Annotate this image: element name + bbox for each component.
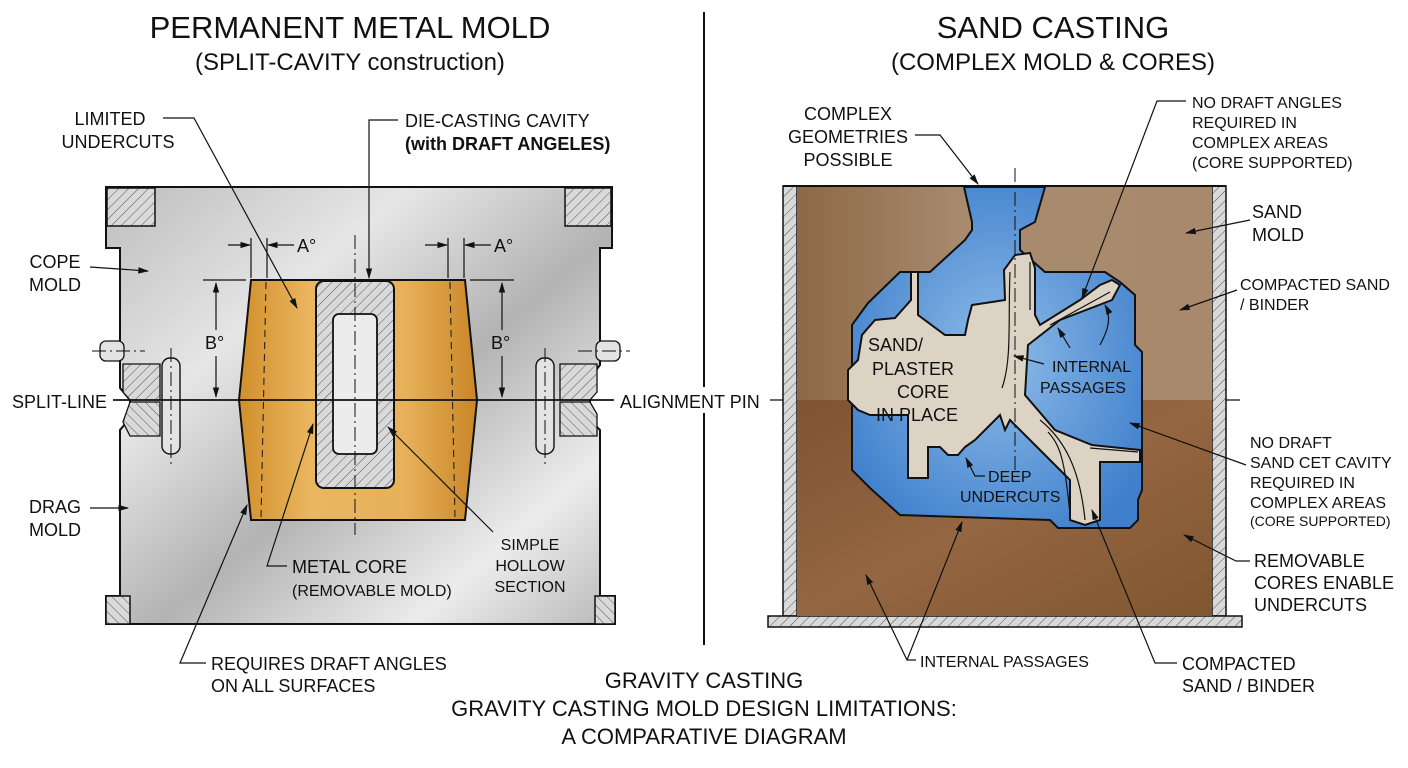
- svg-text:UNDERCUTS: UNDERCUTS: [1254, 595, 1367, 615]
- label-limited-undercuts: LIMITED UNDERCUTS: [61, 109, 298, 309]
- svg-text:REQUIRED IN: REQUIRED IN: [1250, 475, 1355, 492]
- label-sand-plaster-core: SAND/ PLASTER CORE IN PLACE: [868, 335, 958, 425]
- svg-text:B°: B°: [205, 333, 224, 353]
- svg-text:POSSIBLE: POSSIBLE: [803, 150, 892, 170]
- label-complex-geometries: COMPLEX GEOMETRIES POSSIBLE: [788, 104, 979, 185]
- label-requires-draft-angles: REQUIRES DRAFT ANGLES ON ALL SURFACES: [179, 504, 447, 696]
- svg-text:UNDERCUTS: UNDERCUTS: [960, 489, 1060, 506]
- label-no-draft-angles-top: NO DRAFT ANGLES REQUIRED IN COMPLEX AREA…: [1081, 95, 1353, 300]
- svg-text:REMOVABLE: REMOVABLE: [1254, 551, 1365, 571]
- svg-text:A°: A°: [494, 236, 513, 256]
- svg-text:CORE: CORE: [897, 382, 949, 402]
- svg-text:GRAVITY CASTING: GRAVITY CASTING: [605, 668, 803, 693]
- sand-casting-panel: SAND CASTING (COMPLEX MOLD & CORES) COMP…: [767, 10, 1394, 696]
- svg-text:(with DRAFT ANGELES): (with DRAFT ANGELES): [405, 134, 610, 154]
- label-internal-passages-bottom: INTERNAL PASSAGES: [865, 520, 1089, 671]
- label-metal-core: METAL CORE (REMOVABLE MOLD): [266, 422, 452, 600]
- svg-text:SAND / BINDER: SAND / BINDER: [1182, 676, 1315, 696]
- svg-text:PLASTER: PLASTER: [872, 359, 954, 379]
- svg-text:MOLD: MOLD: [29, 520, 81, 540]
- cope-flange-left: [106, 187, 156, 227]
- svg-text:MOLD: MOLD: [1252, 225, 1304, 245]
- svg-text:DEEP: DEEP: [988, 469, 1032, 486]
- dimension-a-right: A°: [425, 236, 513, 278]
- svg-text:SAND CET CAVITY: SAND CET CAVITY: [1250, 455, 1392, 472]
- dimension-b-right: B°: [470, 279, 514, 399]
- label-sand-mold: SAND MOLD: [1184, 202, 1304, 245]
- svg-text:ON ALL SURFACES: ON ALL SURFACES: [211, 676, 375, 696]
- svg-text:COPE: COPE: [29, 252, 80, 272]
- flask-base-plate: [767, 615, 1243, 628]
- svg-text:COMPACTED: COMPACTED: [1182, 654, 1296, 674]
- svg-text:ALIGNMENT PIN: ALIGNMENT PIN: [620, 392, 760, 412]
- label-drag-mold: DRAG MOLD: [29, 497, 130, 540]
- diagram-caption: GRAVITY CASTING GRAVITY CASTING MOLD DES…: [451, 668, 957, 749]
- svg-text:MOLD: MOLD: [29, 275, 81, 295]
- svg-text:NO DRAFT: NO DRAFT: [1250, 435, 1332, 452]
- svg-text:HOLLOW: HOLLOW: [495, 558, 565, 575]
- svg-text:COMPLEX AREAS: COMPLEX AREAS: [1250, 495, 1386, 512]
- svg-text:INTERNAL: INTERNAL: [1052, 359, 1131, 376]
- dimension-b-left: B°: [203, 279, 246, 399]
- label-alignment-pin: ALIGNMENT PIN: [614, 387, 770, 413]
- svg-text:GEOMETRIES: GEOMETRIES: [788, 127, 908, 147]
- svg-text:REQUIRED IN: REQUIRED IN: [1192, 115, 1297, 132]
- sand-plaster-core: [847, 251, 1141, 527]
- label-no-draft-bottom: NO DRAFT SAND CET CAVITY REQUIRED IN COM…: [1128, 422, 1392, 529]
- label-cope-mold: COPE MOLD: [29, 252, 150, 295]
- svg-text:(CORE SUPPORTED): (CORE SUPPORTED): [1250, 513, 1391, 529]
- svg-text:SECTION: SECTION: [494, 579, 565, 596]
- dimension-a-left: A°: [228, 236, 316, 278]
- svg-text:COMPACTED SAND: COMPACTED SAND: [1240, 277, 1390, 294]
- svg-text:REQUIRES DRAFT ANGLES: REQUIRES DRAFT ANGLES: [211, 654, 447, 674]
- svg-text:B°: B°: [491, 333, 510, 353]
- right-subtitle: (COMPLEX MOLD & CORES): [891, 49, 1215, 76]
- permanent-mold-panel: PERMANENT METAL MOLD (SPLIT-CAVITY const…: [12, 10, 1240, 696]
- svg-text:/ BINDER: / BINDER: [1240, 297, 1309, 314]
- svg-text:DIE-CASTING CAVITY: DIE-CASTING CAVITY: [405, 111, 590, 131]
- label-internal-passages-inner: INTERNAL PASSAGES: [1012, 304, 1131, 397]
- svg-text:GRAVITY CASTING MOLD DESIGN LI: GRAVITY CASTING MOLD DESIGN LIMITATIONS:: [451, 696, 957, 721]
- svg-text:SPLIT-LINE: SPLIT-LINE: [12, 392, 107, 412]
- label-compacted-sand-right: COMPACTED SAND / BINDER: [1178, 277, 1390, 314]
- svg-text:METAL CORE: METAL CORE: [292, 557, 407, 577]
- label-die-casting-cavity: DIE-CASTING CAVITY (with DRAFT ANGELES): [365, 111, 610, 280]
- label-simple-hollow-section: SIMPLE HOLLOW SECTION: [387, 426, 566, 596]
- svg-text:PASSAGES: PASSAGES: [1040, 380, 1126, 397]
- svg-text:A COMPARATIVE DIAGRAM: A COMPARATIVE DIAGRAM: [561, 724, 846, 749]
- svg-text:SAND/: SAND/: [868, 335, 923, 355]
- svg-text:COMPLEX AREAS: COMPLEX AREAS: [1192, 135, 1328, 152]
- label-compacted-sand-bottom: COMPACTED SAND / BINDER: [1091, 509, 1315, 696]
- svg-text:DRAG: DRAG: [29, 497, 81, 517]
- svg-text:LIMITED: LIMITED: [74, 109, 145, 129]
- left-title: PERMANENT METAL MOLD: [150, 10, 551, 45]
- drag-flange-right: [594, 595, 616, 625]
- svg-text:SAND: SAND: [1252, 202, 1302, 222]
- right-title: SAND CASTING: [937, 10, 1170, 45]
- svg-text:INTERNAL PASSAGES: INTERNAL PASSAGES: [920, 654, 1089, 671]
- svg-text:(CORE SUPPORTED): (CORE SUPPORTED): [1192, 155, 1353, 172]
- drag-flange-left: [105, 595, 131, 625]
- svg-text:(REMOVABLE MOLD): (REMOVABLE MOLD): [292, 583, 452, 600]
- left-subtitle: (SPLIT-CAVITY construction): [195, 49, 505, 76]
- label-split-line: SPLIT-LINE: [12, 392, 107, 412]
- label-deep-undercuts: DEEP UNDERCUTS: [960, 457, 1060, 506]
- svg-text:NO DRAFT ANGLES: NO DRAFT ANGLES: [1192, 95, 1342, 112]
- svg-text:UNDERCUTS: UNDERCUTS: [61, 132, 174, 152]
- svg-text:A°: A°: [297, 236, 316, 256]
- label-removable-cores: REMOVABLE CORES ENABLE UNDERCUTS: [1183, 534, 1394, 615]
- svg-text:IN PLACE: IN PLACE: [876, 405, 958, 425]
- svg-text:COMPLEX: COMPLEX: [804, 104, 892, 124]
- cope-flange-right: [564, 187, 612, 227]
- svg-text:CORES ENABLE: CORES ENABLE: [1254, 573, 1394, 593]
- svg-text:SIMPLE: SIMPLE: [501, 537, 560, 554]
